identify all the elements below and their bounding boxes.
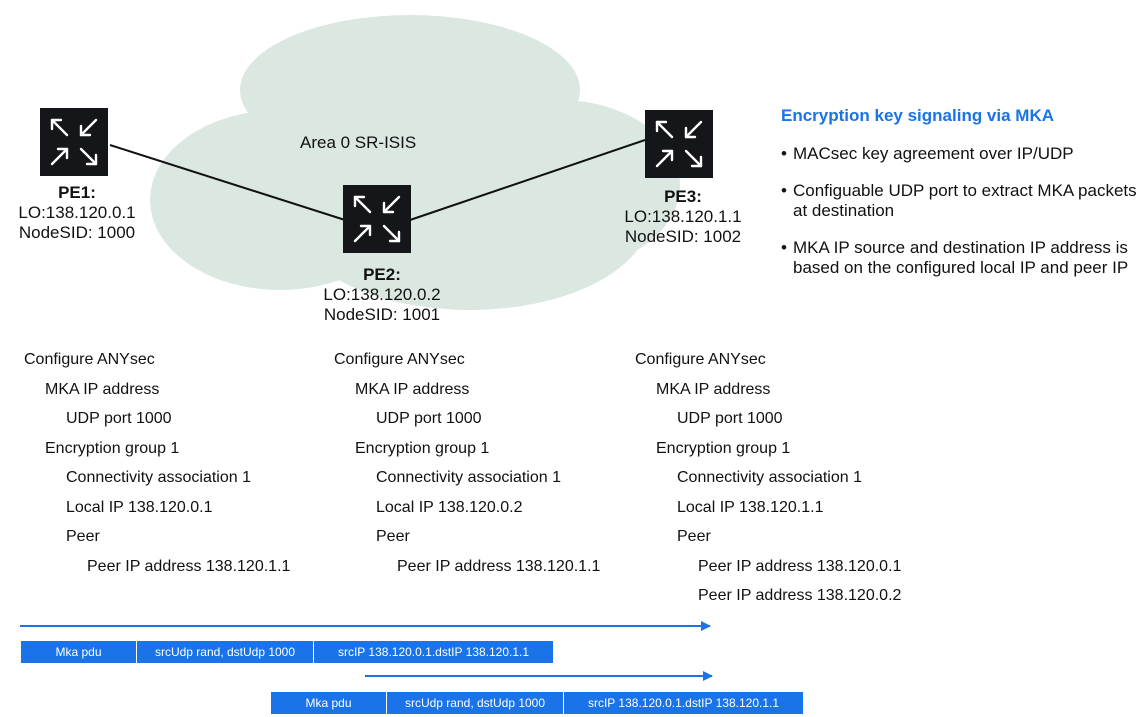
link-pe2-pe3 — [409, 139, 646, 221]
router-name: PE2: — [363, 265, 401, 284]
config-line: UDP port 1000 — [376, 410, 482, 427]
router-loopback: LO:138.120.1.1 — [624, 207, 742, 226]
router-loopback: LO:138.120.0.2 — [323, 285, 441, 304]
info-list: MACsec key agreement over IP/UDP Configu… — [781, 144, 1137, 278]
config-line: Connectivity association 1 — [376, 469, 561, 486]
packet-field: srcIP 138.120.0.1.dstIP 138.120.1.1 — [313, 641, 553, 663]
config-line: Configure ANYsec — [334, 351, 465, 368]
config-line: Encryption group 1 — [355, 439, 490, 457]
router-label-pe1: PE1: LO:138.120.0.1 NodeSID: 1000 — [6, 183, 148, 243]
info-bullet: MACsec key agreement over IP/UDP — [781, 144, 1137, 164]
config-line: Configure ANYsec — [635, 351, 766, 368]
cloud-label: Area 0 SR-ISIS — [300, 133, 417, 152]
router-icon[interactable] — [343, 185, 411, 253]
config-line: UDP port 1000 — [66, 410, 172, 427]
router-icon[interactable] — [645, 110, 713, 178]
config-line: Local IP 138.120.1.1 — [677, 498, 824, 516]
router-name: PE1: — [58, 183, 96, 202]
config-line: Encryption group 1 — [45, 439, 180, 457]
config-line: Peer IP address 138.120.1.1 — [397, 557, 601, 575]
router-nodesid: NodeSID: 1000 — [18, 223, 136, 242]
config-line: MKA IP address — [656, 380, 771, 398]
info-bullet: Configuable UDP port to extract MKA pack… — [781, 181, 1137, 221]
config-line: Local IP 138.120.0.2 — [376, 498, 523, 516]
config-line: UDP port 1000 — [677, 410, 783, 427]
router-nodesid: NodeSID: 1002 — [624, 227, 742, 246]
router-icon[interactable] — [40, 108, 108, 176]
router-loopback: LO:138.120.0.1 — [18, 203, 136, 222]
config-line: Peer IP address 138.120.0.1 — [698, 557, 902, 575]
config-line: Peer IP address 138.120.1.1 — [87, 557, 291, 575]
packet-field: Mka pdu — [271, 692, 386, 714]
router-label-pe2: PE2: LO:138.120.0.2 NodeSID: 1001 — [305, 265, 459, 325]
config-line: Local IP 138.120.0.1 — [66, 498, 213, 516]
config-line: Peer — [677, 528, 711, 545]
packet-field: Mka pdu — [21, 641, 136, 663]
info-bullet: MKA IP source and destination IP address… — [781, 238, 1137, 278]
info-title: Encryption key signaling via MKA — [781, 106, 1055, 125]
config-line: Encryption group 1 — [656, 439, 791, 457]
config-line: MKA IP address — [45, 380, 160, 398]
config-line: Peer — [66, 528, 100, 545]
config-line: Peer — [376, 528, 410, 545]
router-label-pe3: PE3: LO:138.120.1.1 NodeSID: 1002 — [607, 187, 759, 247]
info-panel: Encryption key signaling via MKA MACsec … — [781, 106, 1137, 295]
config-line: Peer IP address 138.120.0.2 — [698, 587, 902, 604]
router-nodesid: NodeSID: 1001 — [323, 305, 441, 324]
packet-field: srcUdp rand, dstUdp 1000 — [136, 641, 313, 663]
router-name: PE3: — [664, 187, 702, 206]
config-line: MKA IP address — [355, 380, 470, 398]
packet-field: srcUdp rand, dstUdp 1000 — [386, 692, 563, 714]
config-line: Connectivity association 1 — [677, 469, 862, 486]
config-line: Configure ANYsec — [24, 351, 155, 368]
config-line: Connectivity association 1 — [66, 469, 251, 486]
packet-field: srcIP 138.120.0.1.dstIP 138.120.1.1 — [563, 692, 803, 714]
link-pe1-pe2 — [109, 144, 346, 221]
